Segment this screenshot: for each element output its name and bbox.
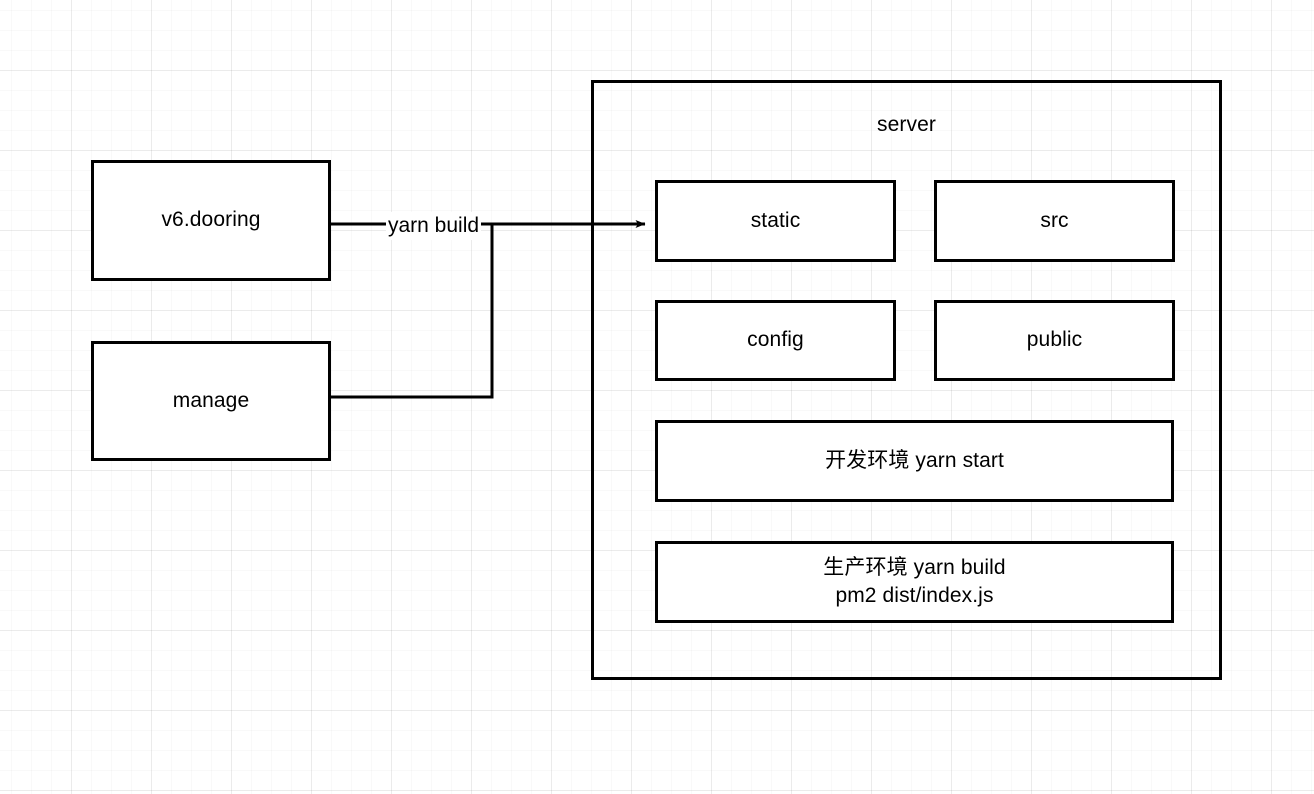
node-config-label: config xyxy=(747,328,804,352)
node-static[interactable]: static xyxy=(655,180,896,262)
node-config[interactable]: config xyxy=(655,300,896,381)
node-v6-dooring[interactable]: v6.dooring xyxy=(91,160,331,281)
node-prod-environment-line1: 生产环境 yarn build xyxy=(823,555,1006,579)
edge-manage-to-static xyxy=(331,224,494,399)
edge-label-yarn-build: yarn build xyxy=(386,212,482,240)
node-src-label: src xyxy=(1040,208,1069,232)
node-public-label: public xyxy=(1026,328,1083,352)
server-container-title: server xyxy=(877,113,936,136)
node-v6-dooring-label: v6.dooring xyxy=(161,208,261,232)
node-dev-environment-label: 开发环境 yarn start xyxy=(825,448,1004,472)
node-src[interactable]: src xyxy=(934,180,1175,262)
node-prod-environment[interactable]: 生产环境 yarn build pm2 dist/index.js xyxy=(655,541,1174,623)
node-prod-environment-text: 生产环境 yarn build pm2 dist/index.js xyxy=(823,554,1005,611)
node-dev-environment[interactable]: 开发环境 yarn start xyxy=(655,420,1174,502)
node-public[interactable]: public xyxy=(934,300,1175,381)
node-manage[interactable]: manage xyxy=(91,341,331,461)
node-server-container[interactable]: server xyxy=(591,80,1222,680)
node-prod-environment-line2: pm2 dist/index.js xyxy=(835,584,994,607)
node-manage-label: manage xyxy=(172,388,250,412)
node-static-label: static xyxy=(750,208,801,232)
